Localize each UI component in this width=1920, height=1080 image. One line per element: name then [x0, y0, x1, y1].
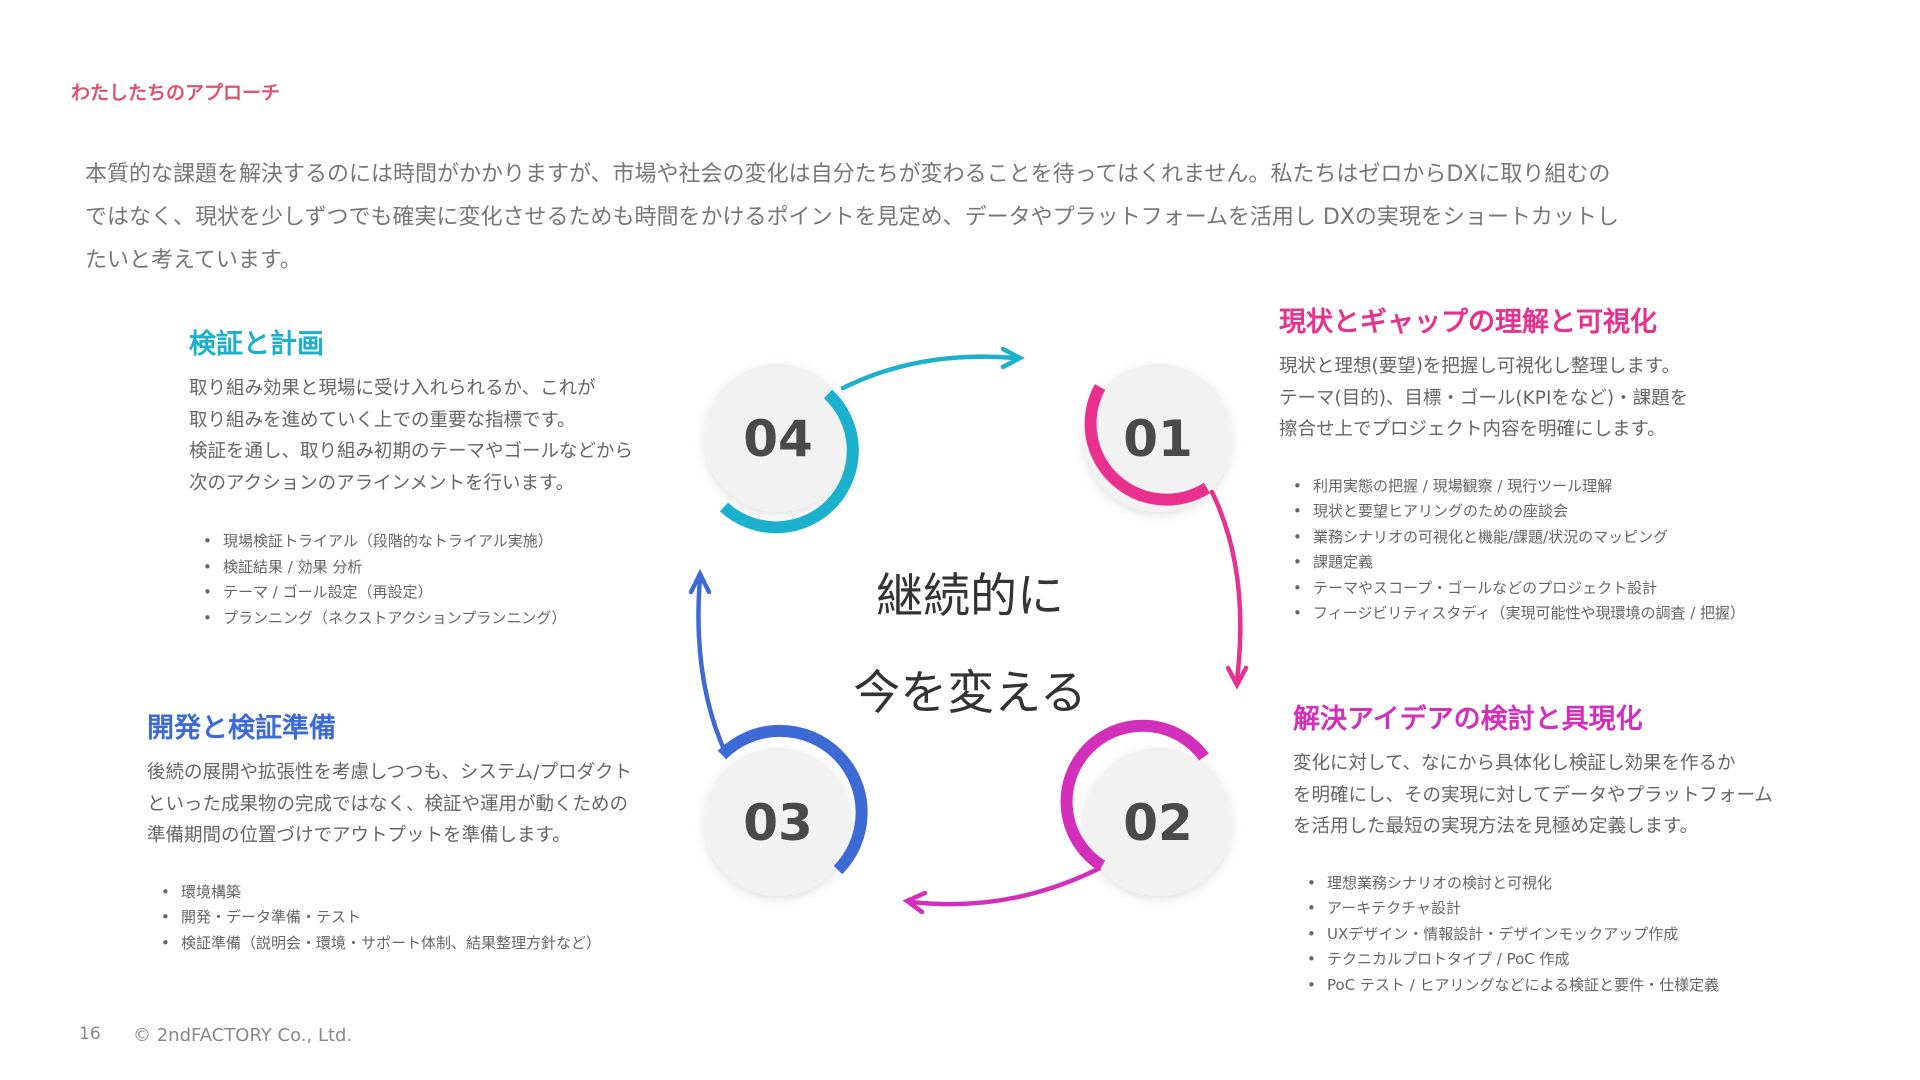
list-item: UXデザイン・情報設計・デザインモックアップ作成	[1305, 922, 1773, 948]
list-item: フィージビリティスタディ（実現可能性や現環境の調査 / 把握）	[1291, 601, 1745, 627]
arrow-01-to-02	[1209, 489, 1249, 690]
center-text-line-1: 継続的に	[876, 569, 1064, 624]
desc-line: 次のアクションのアラインメントを行います。	[189, 472, 575, 494]
step-04-circle: 04	[704, 364, 859, 534]
desc-line: 擦合せ上でプロジェクト内容を明確にします。	[1279, 419, 1666, 440]
list-item: 業務シナリオの可視化と機能/課題/状況のマッピング	[1291, 525, 1745, 551]
step-02-block: 解決アイデアの検討と具現化 変化に対して、なにから具体化し検証し効果を作るか を…	[1293, 697, 1773, 998]
step-04-bullets: 現場検証トライアル（段階的なトライアル実施） 検証結果 / 効果 分析 テーマ …	[201, 529, 633, 631]
arrow-02-to-03	[902, 865, 1103, 915]
list-item: 開発・データ準備・テスト	[159, 905, 632, 931]
list-item: 現状と要望ヒアリングのための座談会	[1291, 499, 1745, 525]
step-02-number: 02	[1123, 794, 1193, 852]
desc-line: 検証を通し、取り組み初期のテーマやゴールなどから	[189, 441, 634, 462]
intro-paragraph: 本質的な課題を解決するのには時間がかかりますが、市場や社会の変化は自分たちが変わ…	[85, 153, 1785, 282]
desc-line: を活用した最短の実現方法を見極め定義します。	[1293, 816, 1699, 837]
desc-line: 後続の展開や拡張性を考慮しつつも、システム/プロダクト	[147, 762, 633, 783]
list-item: 検証結果 / 効果 分析	[201, 555, 633, 581]
step-03-title: 開発と検証準備	[147, 713, 336, 744]
desc-line: テーマ(目的)、目標・ゴール(KPIをなど)・課題を	[1279, 387, 1689, 409]
list-item: アーキテクチャ設計	[1305, 896, 1773, 922]
step-03-circle: 03	[704, 724, 868, 896]
intro-line: ではなく、現状を少しずつでも確実に変化させるためも時間をかけるポイントを見定め、…	[85, 205, 1619, 230]
list-item: テクニカルプロトタイプ / PoC 作成	[1305, 947, 1773, 973]
step-02-description: 変化に対して、なにから具体化し検証し効果を作るか を明確にし、その実現に対してデ…	[1293, 748, 1773, 843]
step-03-bullets: 環境構築 開発・データ準備・テスト 検証準備（説明会・環境・サポート体制、結果整…	[159, 880, 632, 957]
step-04-title: 検証と計画	[189, 329, 324, 360]
list-item: 課題定義	[1291, 550, 1745, 576]
intro-line: 本質的な課題を解決するのには時間がかかりますが、市場や社会の変化は自分たちが変わ…	[85, 162, 1611, 187]
list-item: 利用実態の把握 / 現場観察 / 現行ツール理解	[1291, 474, 1745, 500]
desc-line: を明確にし、その実現に対してデータやプラットフォーム	[1293, 784, 1773, 806]
step-02-title: 解決アイデアの検討と具現化	[1293, 704, 1643, 735]
list-item: 環境構築	[159, 880, 632, 906]
desc-line: 現状と理想(要望)を把握し可視化し整理します。	[1279, 356, 1681, 377]
step-01-circle: 01	[1084, 364, 1232, 512]
step-03-block: 開発と検証準備 後続の展開や拡張性を考慮しつつも、システム/プロダクト といった…	[147, 706, 632, 956]
desc-line: 取り組みを進めていく上での重要な指標です。	[189, 409, 576, 431]
list-item: 理想業務シナリオの検討と可視化	[1305, 871, 1773, 897]
arrow-03-to-04	[688, 568, 729, 757]
list-item: PoC テスト / ヒアリングなどによる検証と要件・仕様定義	[1305, 973, 1773, 999]
step-01-block: 現状とギャップの理解と可視化 現状と理想(要望)を把握し可視化し整理します。 テ…	[1279, 300, 1745, 627]
list-item: テーマやスコープ・ゴールなどのプロジェクト設計	[1291, 576, 1745, 602]
step-01-title: 現状とギャップの理解と可視化	[1279, 307, 1657, 338]
list-item: テーマ / ゴール設定（再設定）	[201, 580, 633, 606]
step-04-block: 検証と計画 取り組み効果と現場に受け入れられるか、これが 取り組みを進めていく上…	[189, 322, 633, 631]
step-01-number: 01	[1123, 410, 1193, 468]
step-03-description: 後続の展開や拡張性を考慮しつつも、システム/プロダクト といった成果物の完成では…	[147, 757, 632, 852]
section-label: わたしたちのアプローチ	[71, 82, 281, 104]
page-number: 16	[79, 1024, 101, 1044]
desc-line: 変化に対して、なにから具体化し検証し効果を作るか	[1293, 753, 1736, 774]
desc-line: といった成果物の完成ではなく、検証や運用が動くための	[147, 793, 629, 815]
copyright: © 2ndFACTORY Co., Ltd.	[133, 1025, 353, 1046]
arrow-04-to-01	[840, 346, 1025, 391]
desc-line: 取り組み効果と現場に受け入れられるか、これが	[189, 378, 596, 399]
list-item: プランニング（ネクストアクションプランニング）	[201, 606, 633, 632]
step-04-number: 04	[743, 410, 813, 468]
intro-line: たいと考えています。	[85, 248, 302, 273]
step-02-circle: 02	[1060, 719, 1232, 896]
list-item: 現場検証トライアル（段階的なトライアル実施）	[201, 529, 633, 555]
step-03-number: 03	[743, 794, 813, 852]
desc-line: 準備期間の位置づけでアウトプットを準備します。	[147, 825, 571, 846]
list-item: 検証準備（説明会・環境・サポート体制、結果整理方針など）	[159, 931, 632, 957]
step-01-bullets: 利用実態の把握 / 現場観察 / 現行ツール理解 現状と要望ヒアリングのための座…	[1291, 474, 1745, 627]
step-02-bullets: 理想業務シナリオの検討と可視化 アーキテクチャ設計 UXデザイン・情報設計・デザ…	[1305, 871, 1773, 999]
center-text-line-2: 今を変える	[853, 666, 1087, 721]
step-04-description: 取り組み効果と現場に受け入れられるか、これが 取り組みを進めていく上での重要な指…	[189, 373, 633, 499]
step-01-description: 現状と理想(要望)を把握し可視化し整理します。 テーマ(目的)、目標・ゴール(K…	[1279, 351, 1745, 446]
